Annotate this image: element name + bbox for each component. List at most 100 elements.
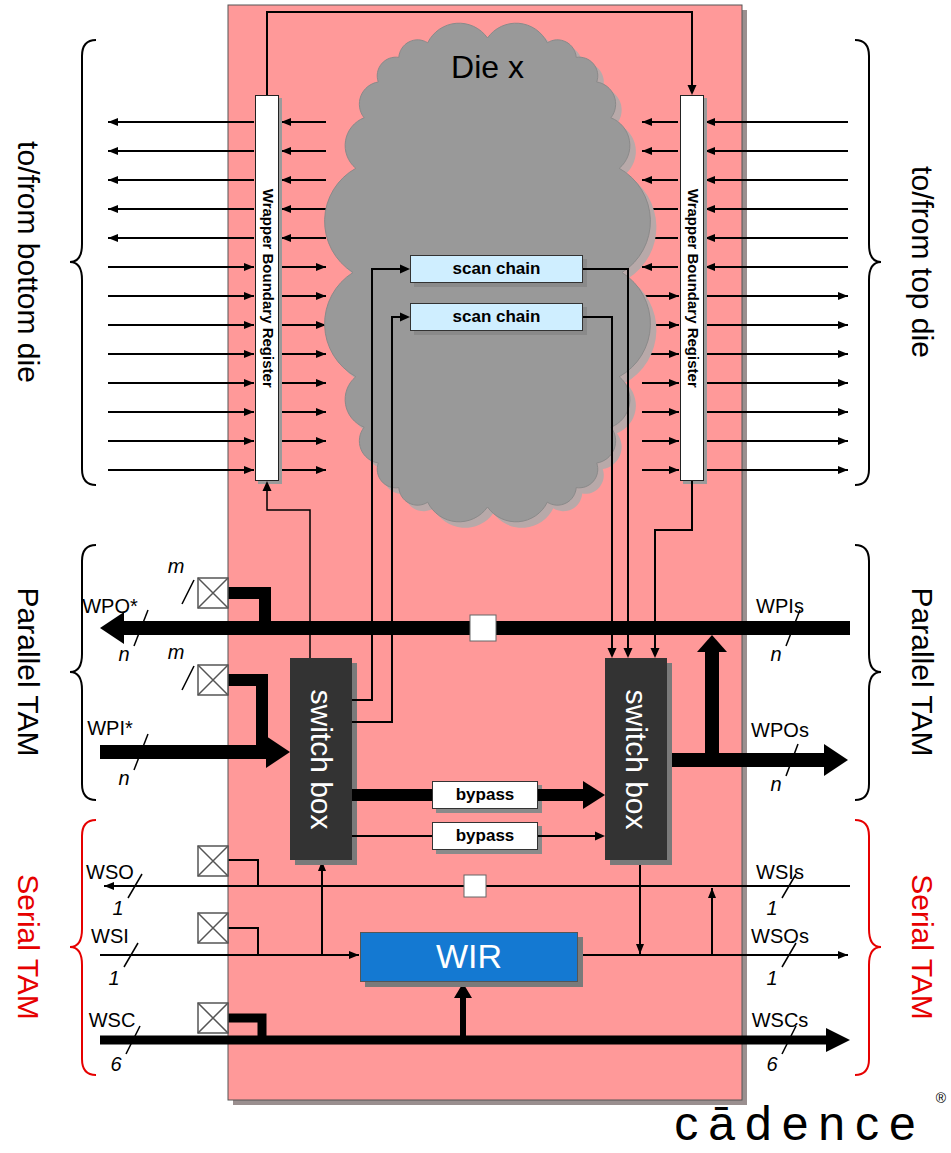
die-pin-arrow xyxy=(706,353,848,355)
die-pin-arrow xyxy=(281,179,326,181)
scan-chain-box: scan chain xyxy=(410,303,583,331)
die-pin-arrow xyxy=(281,295,326,297)
bypass-box: bypass xyxy=(432,781,538,809)
bracket-label: Serial TAM xyxy=(13,874,43,1020)
crossbox-mux xyxy=(198,578,228,1033)
die-pin-arrow xyxy=(642,150,678,152)
connector-line xyxy=(352,789,432,801)
die-pin-arrow xyxy=(281,324,326,326)
trademark-mark: ® xyxy=(936,1091,946,1105)
register-square xyxy=(470,615,496,641)
serial-bus xyxy=(826,1028,850,1052)
bus-width-slash xyxy=(124,943,138,967)
signal-name: WPIs xyxy=(756,596,804,616)
serial-bus xyxy=(228,1018,262,1037)
die-pin-arrow xyxy=(108,469,254,471)
die-wrapper xyxy=(228,5,742,1100)
bypass-box: bypass xyxy=(432,822,538,850)
arrow-head xyxy=(651,648,660,658)
die-pin-arrow xyxy=(281,469,326,471)
die-title: Die x xyxy=(335,50,640,85)
die-pin-arrow xyxy=(108,179,254,181)
crossbox-mux xyxy=(198,846,228,876)
node-label: scan chain xyxy=(453,308,541,327)
serial-bus xyxy=(228,860,258,886)
connector xyxy=(352,795,432,796)
die-pin-arrow xyxy=(706,440,848,442)
die-pin-arrow xyxy=(705,179,848,181)
serial-bus xyxy=(228,928,258,955)
arrow-head xyxy=(595,832,605,841)
connector xyxy=(651,481,693,658)
parallel-bus xyxy=(228,593,265,622)
die-pin-arrow xyxy=(281,121,326,123)
crossbox-mux xyxy=(198,913,228,943)
die-pin-arrow xyxy=(705,266,848,268)
die-pin-arrow xyxy=(108,121,254,123)
bus-width: m xyxy=(168,642,185,662)
bracket-label: Parallel TAM xyxy=(13,588,43,757)
crossbox-mux xyxy=(198,665,228,695)
connector xyxy=(267,12,697,95)
die-pin-arrow xyxy=(281,237,326,239)
die-pin-arrow xyxy=(108,237,254,239)
connector-line xyxy=(352,835,432,837)
die-pin-arrow xyxy=(108,440,254,442)
connector-line xyxy=(538,835,596,837)
signal-name: WPI* xyxy=(87,718,133,738)
connector-line xyxy=(655,481,692,649)
arrow-head xyxy=(624,648,633,658)
node-label: switch box xyxy=(305,689,338,829)
serial-bus xyxy=(100,860,850,1052)
register-square xyxy=(464,615,496,897)
signal-name: WPOs xyxy=(751,720,809,740)
bus-width: n xyxy=(118,768,129,788)
die-pin-arrow xyxy=(108,353,254,355)
crossbox-mux xyxy=(198,578,228,608)
die-pin-arrow xyxy=(706,295,848,297)
bus-width: 1 xyxy=(112,898,123,918)
serial-bus xyxy=(454,983,472,998)
arrow-head xyxy=(263,481,272,491)
bus-width-slash xyxy=(124,580,800,1054)
parallel-bus xyxy=(705,650,719,760)
bus-width-slash xyxy=(126,1026,140,1054)
serial-bus xyxy=(711,888,713,955)
node-label: WIR xyxy=(436,938,502,975)
bus-width-slash xyxy=(786,744,798,776)
arrow-head xyxy=(583,781,605,809)
node-label: Wrapper Boundary Register xyxy=(259,189,276,388)
die-pin-arrow xyxy=(706,382,848,384)
node-label: bypass xyxy=(456,786,515,805)
bus-width: m xyxy=(168,556,185,576)
parallel-bus xyxy=(100,745,268,759)
brace xyxy=(70,820,96,1075)
serial-bus xyxy=(460,996,466,1040)
switch-box: switch box xyxy=(290,658,352,860)
connector xyxy=(538,832,605,841)
die-pin-arrow xyxy=(281,266,326,268)
cloud-shape xyxy=(325,23,651,522)
brace xyxy=(70,40,96,485)
signal-name: WSOs xyxy=(751,926,809,946)
bus-width-slash xyxy=(182,666,194,690)
die-pin-arrow xyxy=(108,411,254,413)
die-pin-arrow xyxy=(705,208,848,210)
connector-line xyxy=(538,789,584,801)
connector xyxy=(538,781,605,809)
die-cloud: Die x scan chain scan chain xyxy=(335,20,640,525)
die-pin-arrow xyxy=(642,295,679,297)
die-pin-arrow xyxy=(281,440,326,442)
signal-name: WSCs xyxy=(752,1010,809,1030)
die-pin-arrow xyxy=(706,324,848,326)
node-label: switch box xyxy=(620,689,653,829)
bus-width: n xyxy=(770,644,781,664)
die-pin-arrow xyxy=(642,179,678,181)
parallel-bus xyxy=(697,635,727,652)
die-pin-arrow xyxy=(705,237,848,239)
node-label: scan chain xyxy=(453,260,541,279)
die-pin-arrow xyxy=(705,121,848,123)
scan-chain-box: scan chain xyxy=(410,255,583,283)
brace xyxy=(855,820,881,1075)
